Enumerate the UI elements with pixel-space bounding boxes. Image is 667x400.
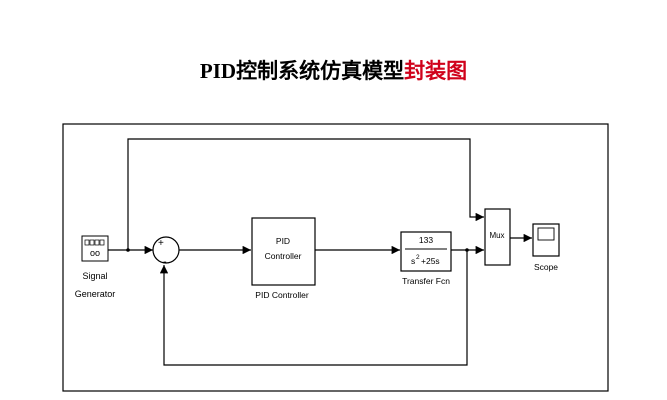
signal-generator-label-2: Generator	[75, 289, 116, 299]
scope-screen-icon	[537, 227, 555, 241]
scope-block[interactable]	[532, 223, 560, 257]
signal-generator-icon: oo	[90, 248, 100, 258]
tf-denominator-rest: +25s	[421, 256, 440, 266]
mux-text: Mux	[489, 231, 504, 240]
pid-text-1: PID	[276, 236, 290, 246]
pid-controller-label: PID Controller	[255, 290, 309, 300]
line-feedback	[159, 250, 468, 366]
transfer-fcn-block[interactable]: 133 s 2 +25s	[400, 231, 452, 272]
diagram-title: PID控制系统仿真模型封装图	[0, 55, 667, 85]
line-gen-to-mux	[127, 138, 484, 250]
scope-label: Scope	[534, 262, 558, 272]
tf-numerator: 133	[419, 235, 433, 245]
signal-generator-label-1: Signal	[82, 271, 107, 281]
title-main: PID控制系统仿真模型	[199, 59, 405, 83]
sum-plus-sign: +	[158, 238, 164, 249]
diagram-frame	[62, 123, 609, 392]
transfer-fcn-label: Transfer Fcn	[402, 276, 450, 286]
mux-block[interactable]: Mux	[484, 208, 511, 266]
title-highlight: 封装图	[404, 59, 468, 83]
sum-minus-sign: -	[163, 256, 167, 268]
signal-generator-block[interactable]: oo	[81, 235, 109, 262]
tf-denominator-exp: 2	[416, 254, 420, 261]
sum-block[interactable]: + -	[152, 236, 180, 268]
pid-text-2: Controller	[265, 251, 302, 261]
tf-denominator-s: s	[411, 256, 415, 266]
pid-controller-block[interactable]: PID Controller	[251, 217, 316, 286]
